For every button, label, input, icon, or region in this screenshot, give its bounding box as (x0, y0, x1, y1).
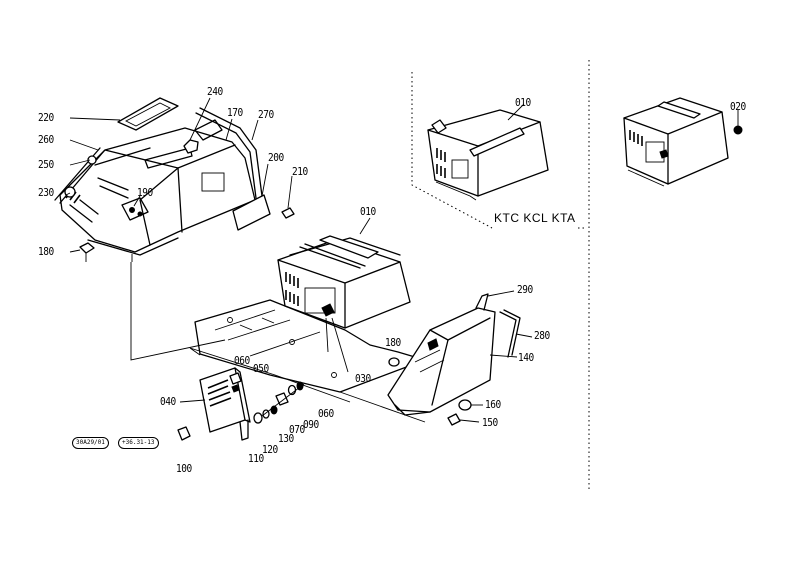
side-panel (177, 367, 251, 441)
callout-090: 090 (303, 418, 319, 431)
callout-260: 260 (38, 133, 54, 146)
callout-150: 150 (482, 416, 498, 429)
bonnet-assembly (54, 97, 295, 361)
callout-050: 050 (253, 362, 269, 375)
callout-220: 220 (38, 111, 54, 124)
callout-280: 280 (534, 329, 550, 342)
callout-270: 270 (258, 108, 274, 121)
right-cover (339, 293, 521, 426)
callout-200: 200 (268, 151, 284, 164)
base-plate (189, 299, 426, 403)
callout-190: 190 (137, 186, 153, 199)
alternate-housing (623, 97, 743, 187)
callout-230: 230 (38, 186, 54, 199)
variant-housing (427, 109, 549, 201)
callout-100: 100 (176, 462, 192, 475)
callout-020: 020 (730, 100, 746, 113)
callout-060-left: 060 (234, 354, 250, 367)
callout-010-main: 010 (360, 205, 376, 218)
callout-180-right: 180 (385, 336, 401, 349)
callout-290: 290 (517, 283, 533, 296)
fasteners (253, 381, 305, 424)
leader-lines (65, 97, 739, 423)
callout-140: 140 (518, 351, 534, 364)
callout-130: 130 (278, 432, 294, 445)
callout-110: 110 (248, 452, 264, 465)
callout-170: 170 (227, 106, 243, 119)
code-tag-left: 30A29/01 (72, 437, 109, 449)
callout-070: 070 (289, 423, 305, 436)
callout-010-variant: 010 (515, 96, 531, 109)
callout-060-right: 060 (318, 407, 334, 420)
callout-180-left: 180 (38, 245, 54, 258)
code-tag-right: +36.31-13 (118, 437, 159, 449)
callout-240: 240 (207, 85, 223, 98)
variant-note: KTC KCL KTA (494, 211, 576, 225)
main-housing (277, 235, 411, 353)
callout-210: 210 (292, 165, 308, 178)
callout-040: 040 (160, 395, 176, 408)
callout-250: 250 (38, 158, 54, 171)
callout-120: 120 (262, 443, 278, 456)
callout-160: 160 (485, 398, 501, 411)
callout-030: 030 (355, 372, 371, 385)
view-dividers (411, 60, 590, 490)
